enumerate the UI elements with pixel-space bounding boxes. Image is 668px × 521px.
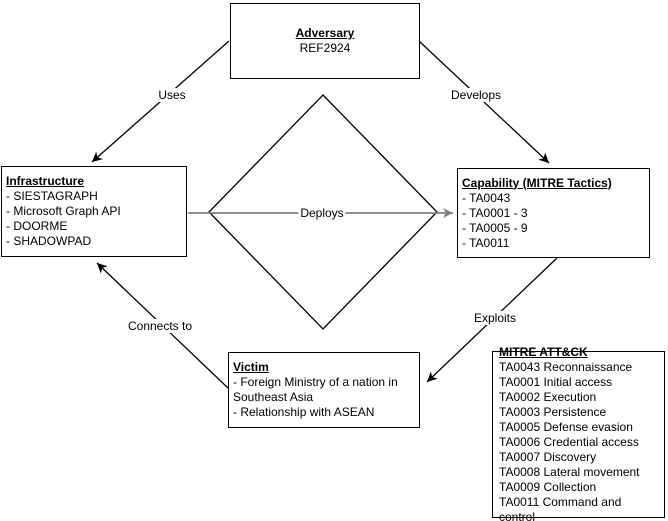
edge-label-exploits: Exploits: [471, 311, 519, 325]
list-item: - TA0011: [462, 235, 510, 250]
list-item: - Microsoft Graph API: [6, 204, 121, 218]
list-item: - Foreign Ministry of a nation in Southe…: [233, 375, 398, 404]
list-item: - TA0001 - 3: [462, 205, 528, 220]
legend-item: TA0001 Initial access: [499, 374, 613, 389]
legend-item: TA0002 Execution: [499, 389, 597, 404]
victim-title: Victim: [233, 360, 269, 374]
infrastructure-title: Infrastructure: [6, 174, 85, 188]
node-adversary: Adversary REF2924: [230, 3, 420, 79]
edge-label-deploys: Deploys: [298, 206, 346, 220]
legend-item: TA0011 Command and control: [499, 494, 622, 521]
edge-label-develops: Develops: [448, 88, 504, 102]
legend-item: TA0007 Discovery: [499, 449, 597, 464]
capability-title: Capability (MITRE Tactics): [462, 175, 612, 190]
list-item: - Relationship with ASEAN: [233, 405, 375, 419]
node-capability: Capability (MITRE Tactics) - TA0043 - TA…: [457, 168, 650, 258]
node-victim: Victim - Foreign Ministry of a nation in…: [228, 352, 420, 428]
node-mitre-legend: MITRE ATT&CK TA0043 Reconnaissance TA000…: [492, 345, 665, 521]
legend-item: TA0003 Persistence: [499, 404, 607, 419]
adversary-subtitle: REF2924: [299, 41, 351, 55]
node-infrastructure: Infrastructure - SIESTAGRAPH - Microsoft…: [1, 166, 187, 257]
edge-develops-line: [418, 40, 550, 164]
legend-item: TA0043 Reconnaissance: [499, 359, 633, 374]
legend-item: TA0005 Defense evasion: [499, 419, 633, 434]
adversary-title: Adversary: [295, 26, 355, 40]
legend-item: TA0006 Credential access: [499, 434, 639, 449]
list-item: - TA0043: [462, 190, 511, 205]
legend-item: TA0009 Collection: [499, 479, 597, 494]
list-item: - SHADOWPAD: [6, 234, 92, 248]
edge-label-uses: Uses: [156, 88, 188, 102]
list-item: - DOORME: [6, 219, 68, 233]
list-item: - TA0005 - 9: [462, 220, 528, 235]
mitre-legend-title: MITRE ATT&CK: [499, 344, 588, 359]
legend-item: TA0008 Lateral movement: [499, 464, 640, 479]
edge-label-connects-to: Connects to: [125, 319, 195, 333]
list-item: - SIESTAGRAPH: [6, 189, 98, 203]
